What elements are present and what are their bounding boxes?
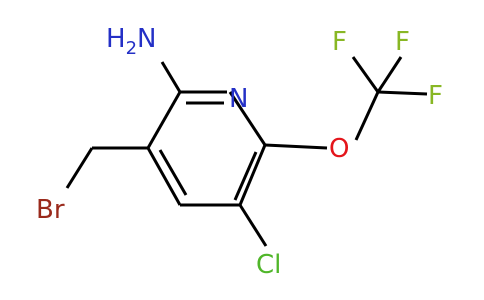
bond-c2-c3-inner	[233, 151, 258, 201]
fluorine-left-label: F	[332, 27, 347, 57]
ether-oxygen-label: O	[329, 134, 349, 164]
bond-cf3-f-bottom	[377, 90, 428, 96]
fluorine-right-label: F	[395, 27, 410, 57]
bond-cf3-f-left	[351, 56, 380, 93]
bond-c4-c5	[146, 147, 182, 206]
fluorine-bottom-label: F	[428, 81, 443, 111]
bond-cf3-f-right	[376, 56, 403, 93]
bond-c3-cl	[238, 204, 268, 247]
bond-c4-c5-inner	[158, 149, 188, 196]
bromine-label: Br	[36, 195, 65, 225]
bond-c2-o	[264, 143, 328, 150]
bond-o-cf3	[354, 91, 380, 141]
bond-c6-amine	[160, 61, 182, 93]
chlorine-label: Cl	[256, 250, 281, 280]
bond-ch2-br	[65, 147, 94, 189]
amine-label: H2N	[106, 24, 156, 59]
bond-c2-c3	[238, 144, 267, 206]
bond-n-c2	[228, 91, 267, 146]
ring-nitrogen-label: N	[229, 84, 248, 114]
bond-c5-c6	[146, 91, 182, 149]
